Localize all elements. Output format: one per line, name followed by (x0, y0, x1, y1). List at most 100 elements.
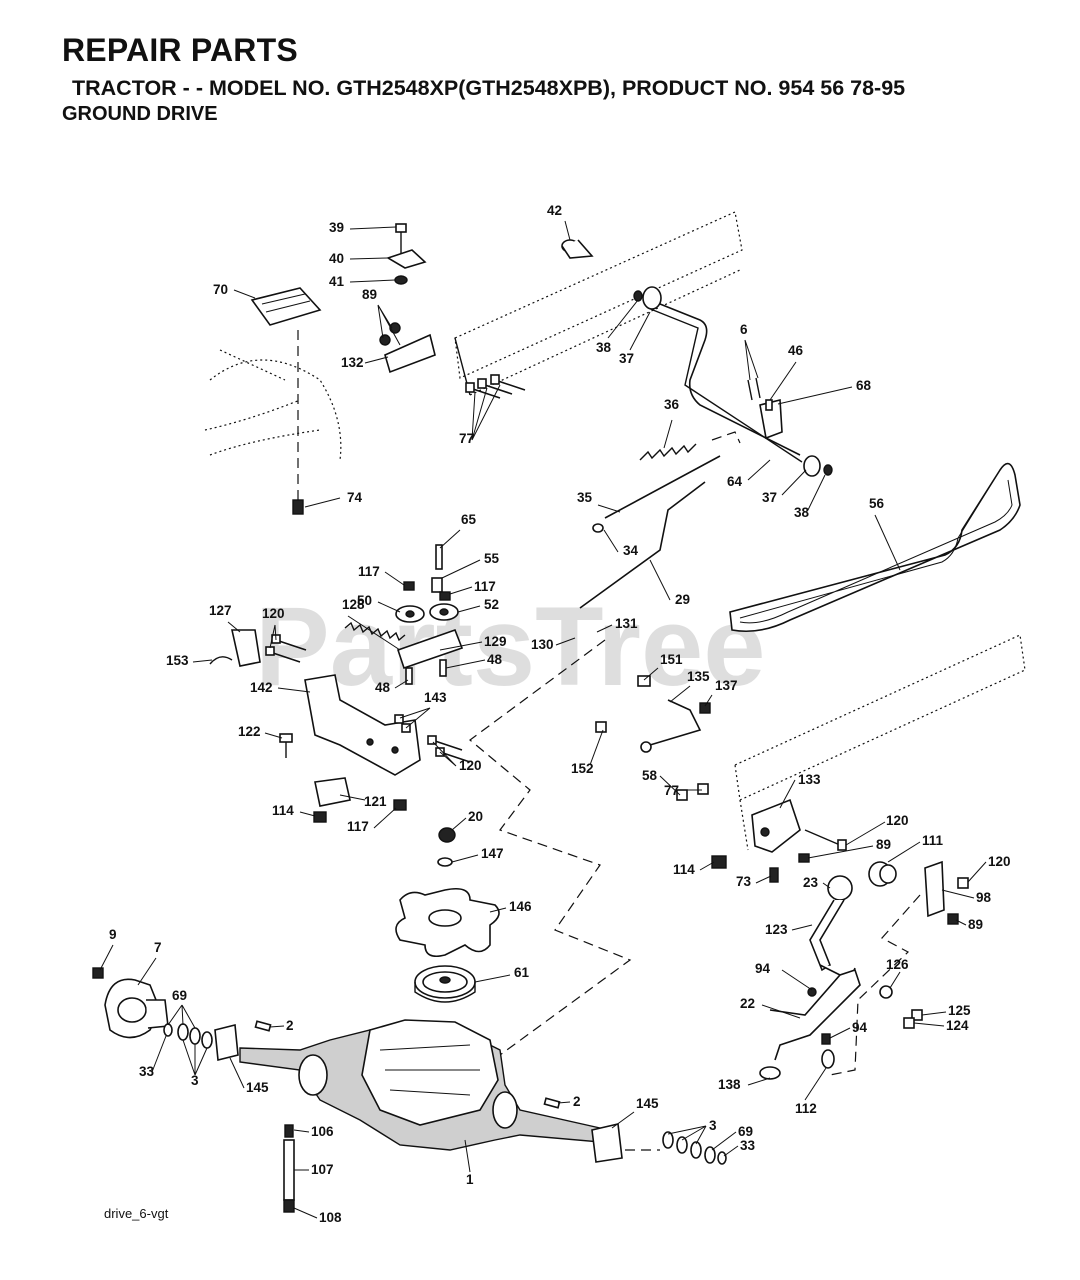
callout-c128: 128 (342, 597, 365, 612)
callout-c120b: 120 (459, 758, 482, 773)
callout-c61: 61 (514, 965, 530, 980)
callout-c38a: 38 (596, 340, 612, 355)
callout-c9: 9 (109, 927, 117, 942)
key-2-a (254, 1020, 272, 1032)
callout-c36: 36 (664, 397, 680, 412)
callout-c123: 123 (765, 922, 788, 937)
clip-34 (592, 523, 604, 533)
callout-c89a: 89 (362, 287, 377, 302)
callout-c55: 55 (484, 551, 500, 566)
callout-c117a: 117 (358, 564, 380, 579)
callout-c38b: 38 (794, 505, 810, 520)
idler-pulley-50 (395, 605, 425, 623)
callout-c39: 39 (329, 220, 344, 235)
bolt-122 (279, 733, 293, 758)
callout-c151: 151 (660, 652, 683, 667)
spring-128 (344, 621, 406, 642)
callout-c145b: 145 (636, 1096, 659, 1111)
washer-147 (437, 857, 453, 867)
callout-c117b: 117 (474, 579, 496, 594)
bolt-48-a (405, 667, 413, 685)
callout-c129: 129 (484, 634, 507, 649)
callout-c126: 126 (886, 957, 909, 972)
nut-117-a (403, 581, 415, 591)
callout-c120a: 120 (262, 606, 285, 621)
input-pulley-61 (414, 965, 476, 1003)
fender-outline (204, 349, 342, 461)
callout-c22: 22 (740, 996, 755, 1011)
callout-c69a: 69 (172, 988, 187, 1003)
callout-c33b: 33 (740, 1138, 756, 1153)
link-rod-29 (579, 481, 706, 609)
callout-c65: 65 (461, 512, 477, 527)
callout-c35: 35 (577, 490, 593, 505)
callout-c77a: 77 (459, 431, 474, 446)
spacer-42 (561, 239, 594, 259)
callout-c70: 70 (213, 282, 228, 297)
callout-c48b: 48 (375, 680, 391, 695)
frame-rail-lower (734, 634, 1026, 851)
callout-c89c: 89 (968, 917, 983, 932)
plate-133 (676, 783, 847, 883)
spacer-111 (868, 861, 897, 887)
callout-c77b: 77 (664, 783, 679, 798)
callout-c111: 111 (922, 833, 944, 848)
callout-c137: 137 (715, 678, 738, 693)
callout-c124: 124 (946, 1018, 969, 1033)
idler-arm-129 (396, 628, 464, 670)
callout-c73: 73 (736, 874, 752, 889)
callout-c34: 34 (623, 543, 639, 558)
clip-153 (209, 656, 233, 665)
callout-c50: 50 (357, 593, 372, 608)
bracket-142 (304, 674, 421, 776)
callout-c40: 40 (329, 251, 344, 266)
callout-c58: 58 (642, 768, 658, 783)
nut-114-a (313, 811, 327, 823)
nut-117-c (393, 799, 407, 811)
callout-c2b: 2 (573, 1094, 581, 1109)
rod-107 (283, 1124, 295, 1213)
callout-c108: 108 (319, 1210, 342, 1225)
idler-pulley-52 (429, 603, 459, 621)
callout-c68: 68 (856, 378, 872, 393)
callout-c89b: 89 (876, 837, 891, 852)
bracket-127 (231, 629, 261, 667)
bolt-74 (292, 499, 304, 515)
callout-c23: 23 (803, 875, 819, 890)
callout-c147: 147 (481, 846, 504, 861)
callout-c46: 46 (788, 343, 804, 358)
section-title: GROUND DRIVE (62, 103, 218, 125)
callout-c112: 112 (795, 1101, 817, 1116)
leader-lines (99, 220, 987, 1219)
nut-41 (394, 275, 408, 285)
callout-c131: 131 (615, 616, 638, 631)
callout-c29: 29 (675, 592, 690, 607)
callout-c133: 133 (798, 772, 821, 787)
drawing-code: drive_6-vgt (104, 1206, 169, 1221)
callout-c153: 153 (166, 653, 189, 668)
bracket-98 (924, 860, 969, 925)
callout-c143: 143 (424, 690, 447, 705)
watermark: PartsTree (255, 584, 766, 709)
wheel-hub-7 (92, 967, 169, 1039)
bracket-40 (386, 249, 427, 269)
callout-c125: 125 (948, 1003, 971, 1018)
callout-c20: 20 (468, 809, 483, 824)
callout-c152: 152 (571, 761, 594, 776)
callout-c107: 107 (311, 1162, 334, 1177)
callout-c98: 98 (976, 890, 992, 905)
bolt-39 (395, 223, 407, 256)
callout-c3a: 3 (191, 1073, 199, 1088)
callout-c120d: 120 (988, 854, 1011, 869)
callout-c42: 42 (547, 203, 562, 218)
callout-c145a: 145 (246, 1080, 269, 1095)
callout-c3b: 3 (709, 1118, 717, 1133)
callout-c64: 64 (727, 474, 743, 489)
callout-c94b: 94 (852, 1020, 868, 1035)
callout-c120c: 120 (886, 813, 909, 828)
washers-right (591, 1123, 727, 1165)
bracket-121 (314, 777, 351, 807)
spring-36 (639, 443, 697, 461)
